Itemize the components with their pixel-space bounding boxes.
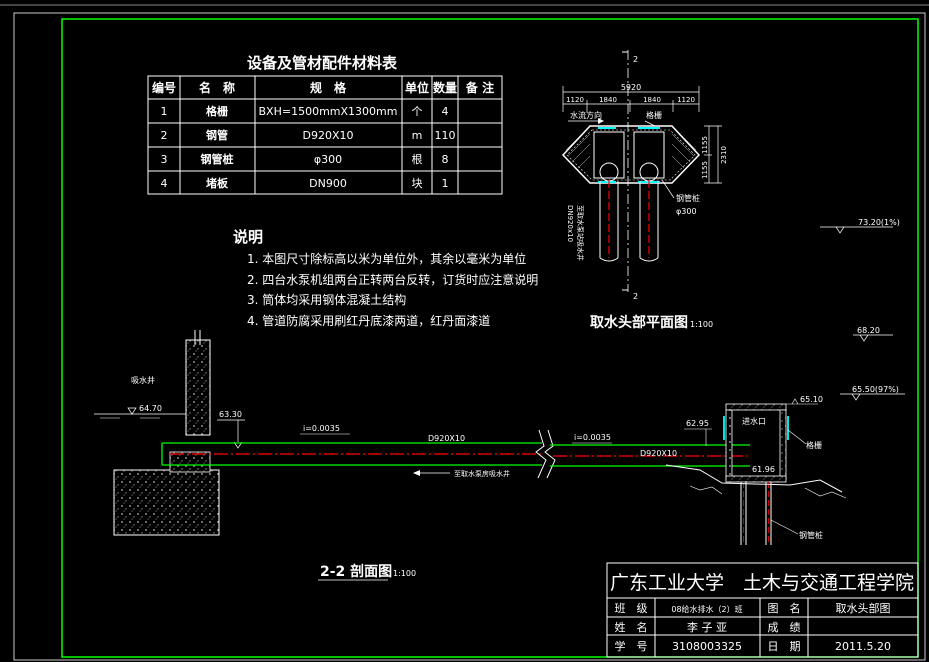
table-cell: φ300: [314, 153, 342, 166]
table-cell: 2: [161, 129, 168, 142]
title-label: 班 级: [615, 602, 648, 615]
table-cell: 钢管桩: [201, 152, 234, 166]
table-cell: DN900: [309, 177, 347, 190]
materials-table-title: 设备及管材配件材料表: [247, 54, 398, 72]
plan-segment: 1840: [599, 96, 617, 104]
table-cell: 4: [161, 177, 168, 190]
plan-total-width: 5920: [621, 83, 641, 92]
title-value: 08给水排水（2）班: [671, 604, 742, 614]
plan-segment: 1120: [566, 96, 584, 104]
plan-grid-label: 格栅: [646, 110, 662, 120]
table-cell: 块: [412, 177, 423, 190]
table-cell: 8: [442, 153, 449, 166]
plan-segment: 1840: [643, 96, 661, 104]
section-view: 73.20(1%) 68.20 65.50(97%) 吸水井 64.70 63.…: [94, 218, 905, 581]
section-grid-label: 格栅: [806, 440, 822, 450]
table-header-name: 名 称: [199, 80, 235, 95]
slope-left: i=0.0035: [303, 424, 340, 433]
table-cell: 钢管: [206, 128, 228, 142]
note-item: 2. 四台水泵机组两台正转两台反转，订货时应注意说明: [247, 272, 538, 287]
table-cell: 格栅: [206, 104, 228, 118]
notes-heading: 说明: [233, 228, 263, 246]
section-view-title: 2-2 剖面图: [320, 563, 392, 580]
section-mark-bottom: 2: [633, 292, 638, 301]
to-pump-label: 至取水泵房吸水井: [454, 469, 510, 478]
elev-pipe-right: 62.95: [686, 419, 709, 428]
title-label: 姓 名: [615, 620, 648, 634]
elev-68: 68.20: [857, 326, 880, 335]
drawing-frame: [0, 4, 929, 661]
plan-segment: 1120: [677, 96, 695, 104]
title-label: 日 期: [768, 640, 801, 653]
plan-height: 1155: [701, 136, 709, 154]
table-header-qty: 数量: [433, 80, 457, 95]
title-block: 广东工业大学 土木与交通工程学院 班 级 08给水排水（2）班 图 名 取水头部…: [606, 562, 919, 658]
title-value: 3108003325: [672, 640, 742, 653]
title-value: 取水头部图: [836, 601, 891, 615]
plan-view-title: 取水头部平面图: [590, 314, 688, 331]
table-cell: 1: [442, 177, 449, 190]
plan-height: 2310: [720, 146, 728, 164]
table-cell: D920X10: [303, 129, 354, 142]
elev-top: 65.10: [800, 395, 823, 404]
pipe-right-label: D920X10: [640, 449, 677, 458]
title-value: 李 子 亚: [687, 620, 727, 634]
table-cell: 堵板: [206, 176, 229, 190]
plan-view: 2 2 5920 1120 1840 1840 1120 水流方向 格栅: [561, 50, 728, 331]
table-cell: 个: [412, 105, 423, 118]
elev-bottom: 61.96: [752, 465, 775, 474]
title-label: 学 号: [615, 639, 648, 653]
well-label: 吸水井: [131, 375, 155, 385]
table-header-remark: 备 注: [465, 80, 494, 95]
plan-height: 1155: [701, 161, 709, 179]
note-item: 3. 筒体均采用钢体混凝土结构: [247, 292, 406, 307]
table-cell: 根: [412, 152, 423, 166]
elev-water: 64.70: [139, 404, 162, 413]
materials-table: 设备及管材配件材料表 编号 名 称 规 格 单位 数量 备 注 1 格栅 BXH…: [147, 54, 503, 195]
table-cell: 1: [161, 105, 168, 118]
flow-direction-label: 水流方向: [570, 110, 602, 120]
table-cell: 4: [442, 105, 449, 118]
table-header-no: 编号: [151, 80, 176, 95]
table-header-unit: 单位: [405, 80, 429, 95]
section-pile-label: 钢管桩: [799, 530, 823, 540]
plan-pipe-sub: 至取水泵站吸水井: [576, 205, 585, 261]
inlet-label: 进水口: [742, 416, 766, 426]
elev-65: 65.50(97%): [852, 385, 899, 394]
slope-right: i=0.0035: [574, 433, 611, 442]
notes: 说明 1. 本图尺寸除标高以米为单位外，其余以毫米为单位 2. 四台水泵机组两台…: [233, 228, 538, 328]
table-header-spec: 规 格: [310, 80, 347, 95]
elev-pipe-left: 63.30: [219, 410, 242, 419]
section-view-scale: 1:100: [393, 569, 416, 578]
plan-view-scale: 1:100: [690, 320, 713, 329]
note-item: 1. 本图尺寸除标高以米为单位外，其余以毫米为单位: [247, 251, 526, 266]
title-label: 图 名: [768, 601, 801, 615]
table-cell: BXH=1500mmX1300mm: [259, 105, 398, 118]
pipe-left-label: D920X10: [428, 434, 465, 443]
title-value: 2011.5.20: [835, 640, 891, 653]
plan-pipe-label: DN920x10: [566, 205, 574, 242]
plan-pile-label: 钢管桩: [676, 193, 700, 203]
title-label: 成 绩: [768, 621, 801, 634]
section-mark-top: 2: [633, 55, 638, 64]
note-item: 4. 管道防腐采用刷红丹底漆两道，红丹面漆道: [247, 313, 490, 328]
institution-name: 广东工业大学 土木与交通工程学院: [610, 572, 914, 594]
plan-pile-dim: φ300: [676, 207, 697, 216]
table-cell: 110: [435, 129, 456, 142]
elev-73: 73.20(1%): [858, 218, 900, 227]
table-cell: 3: [161, 153, 168, 166]
table-cell: m: [412, 129, 423, 142]
